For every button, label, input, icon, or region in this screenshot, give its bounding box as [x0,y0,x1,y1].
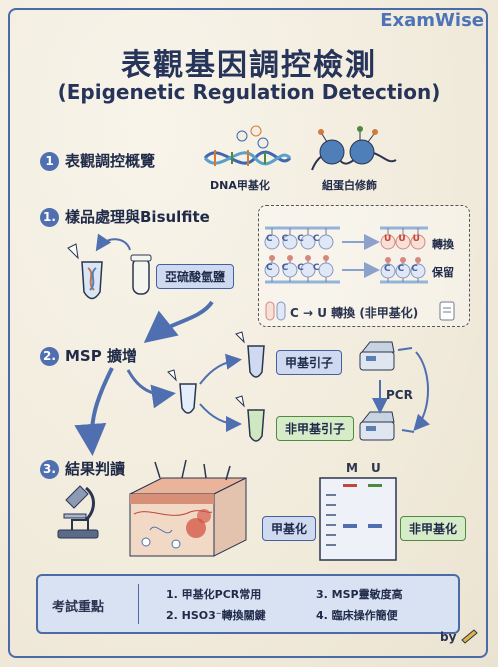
tissue-block-illustration [129,459,247,557]
key-point-3: 3. MSP靈敏度高 [316,588,403,601]
clipboard-icon [439,301,455,321]
pencil-icon [461,629,478,644]
page-subtitle: (Epigenetic Regulation Detection) [57,80,441,104]
mini-tube-icon [265,301,286,321]
bisulfite-conversion-box [258,205,470,327]
methyl-tube-icon [235,331,265,378]
section-1-heading: 1 表觀調控概覽 [40,150,155,171]
key-point-4: 4. 臨床操作簡便 [316,609,398,622]
page-title: 表觀基因調控檢測 [121,48,377,83]
histone-icon [311,126,397,171]
gel-band-u [368,524,382,528]
msp-tube-icon [167,369,197,414]
section-1b-heading: 1. 樣品處理與Bisulfite [40,206,210,227]
page-frame [8,8,488,658]
section-3-label: 結果判讀 [65,460,126,478]
microscope-icon [57,485,99,539]
section-3-number: 3. [40,460,59,479]
dna-methylation-label: DNA甲基化 [210,179,270,192]
gel-band-m [343,524,357,528]
unmethylated-result-tag: 非甲基化 [400,516,467,541]
key-points-panel: 考試重點 1. 甲基化PCR常用 2. HSO3⁻轉換關鍵 3. MSP靈敏度高… [36,574,460,634]
top-c-letters: CCCC [266,234,329,244]
key-point-2: 2. HSO3⁻轉換關鍵 [166,609,266,622]
kept-label: 保留 [432,266,454,279]
bottom-c-letters: CCCC [266,263,329,273]
section-1-label: 表觀調控概覽 [65,152,156,170]
bisulfite-top-row [264,226,428,250]
histone-modification-label: 組蛋白修飾 [322,179,377,192]
pcr-machine-icon-bottom [359,411,395,441]
top-u-letters: UUU [384,234,427,244]
section-2-number: 2. [40,347,59,366]
section-1b-label: 樣品處理與Bisulfite [65,208,210,226]
reagent-tube-icon [130,254,152,295]
footer-by: by [440,630,457,644]
reagent-tag: 亞硫酸氫鹽 [156,264,235,289]
gel-lane-u-label: U [371,461,381,475]
methylated-result-tag: 甲基化 [262,516,317,541]
dna-helix-icon [203,125,292,166]
sample-tube-icon [67,243,103,300]
pcr-machine-icon-top [359,341,395,371]
pcr-label: PCR [386,388,413,402]
methyl-primer-tag: 甲基引子 [276,350,343,375]
section-1b-number: 1. [40,208,59,227]
bisulfite-bottom-row [264,255,428,284]
section-3-heading: 3. 結果判讀 [40,458,125,479]
section-2-label: MSP 擴增 [65,347,137,365]
bottom-c-result-letters: CCC [384,264,425,274]
unmethyl-primer-tag: 非甲基引子 [276,416,355,441]
key-points-title: 考試重點 [52,600,105,615]
key-point-1: 1. 甲基化PCR常用 [166,588,262,601]
converted-label: 轉換 [432,238,454,251]
brand-logo: ExamWise [380,10,484,31]
key-points-divider [138,584,139,624]
gel-electrophoresis [319,477,397,561]
section-2-heading: 2. MSP 擴增 [40,345,137,366]
conversion-note: C → U 轉換 (非甲基化) [290,306,419,320]
section-1-number: 1 [40,152,59,171]
unmethyl-tube-icon [235,395,265,442]
gel-lane-m-label: M [346,461,358,475]
